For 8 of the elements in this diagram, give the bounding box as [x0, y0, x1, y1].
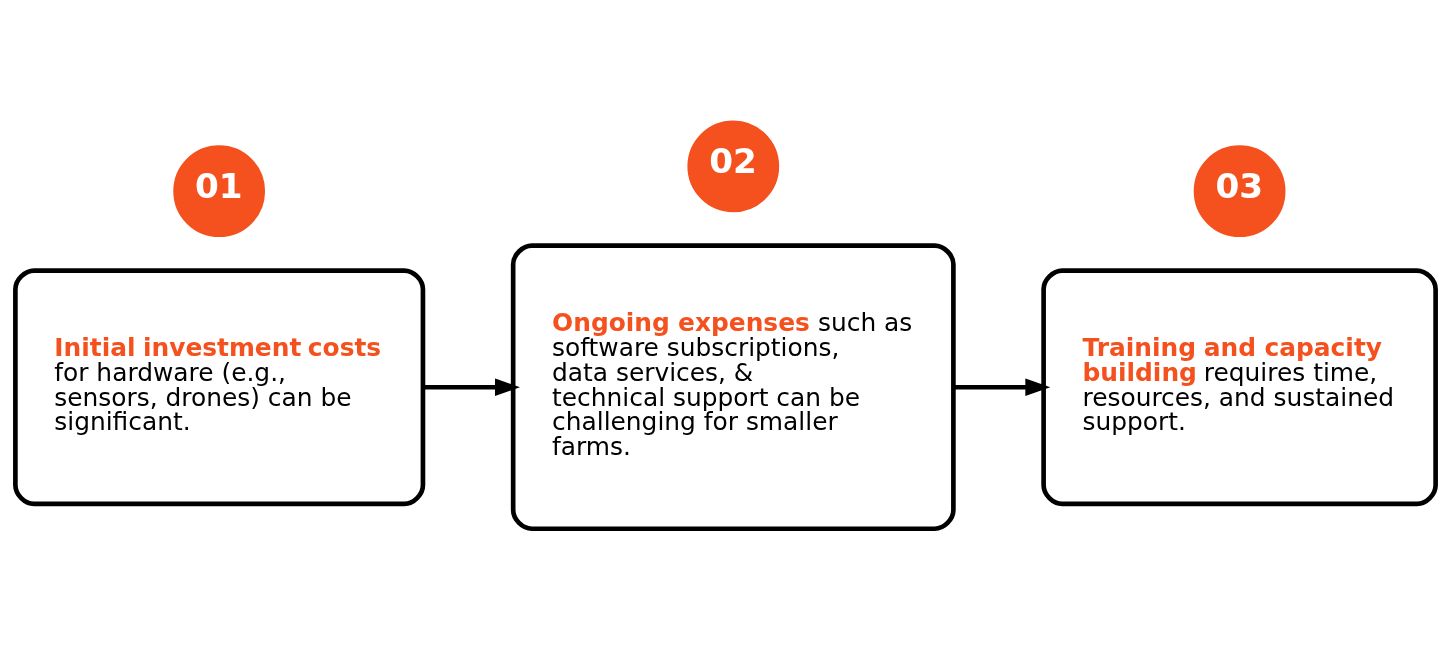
node-circle: 01 [173, 145, 266, 238]
node-box: Ongoing expenses such as software subscriptions, data services, & technical support can be challenging for smaller farms. [510, 243, 956, 532]
arrow [954, 378, 1051, 396]
node-circle: 03 [1193, 145, 1286, 238]
arrow [423, 378, 520, 396]
node-box: Training and capacity building requires time, resources, and sustained support. [1041, 268, 1438, 507]
node-box: Initial investment costs for hardware (e.g., sensors, drones) can be significant. [13, 268, 426, 507]
node-circle: 02 [687, 120, 780, 213]
